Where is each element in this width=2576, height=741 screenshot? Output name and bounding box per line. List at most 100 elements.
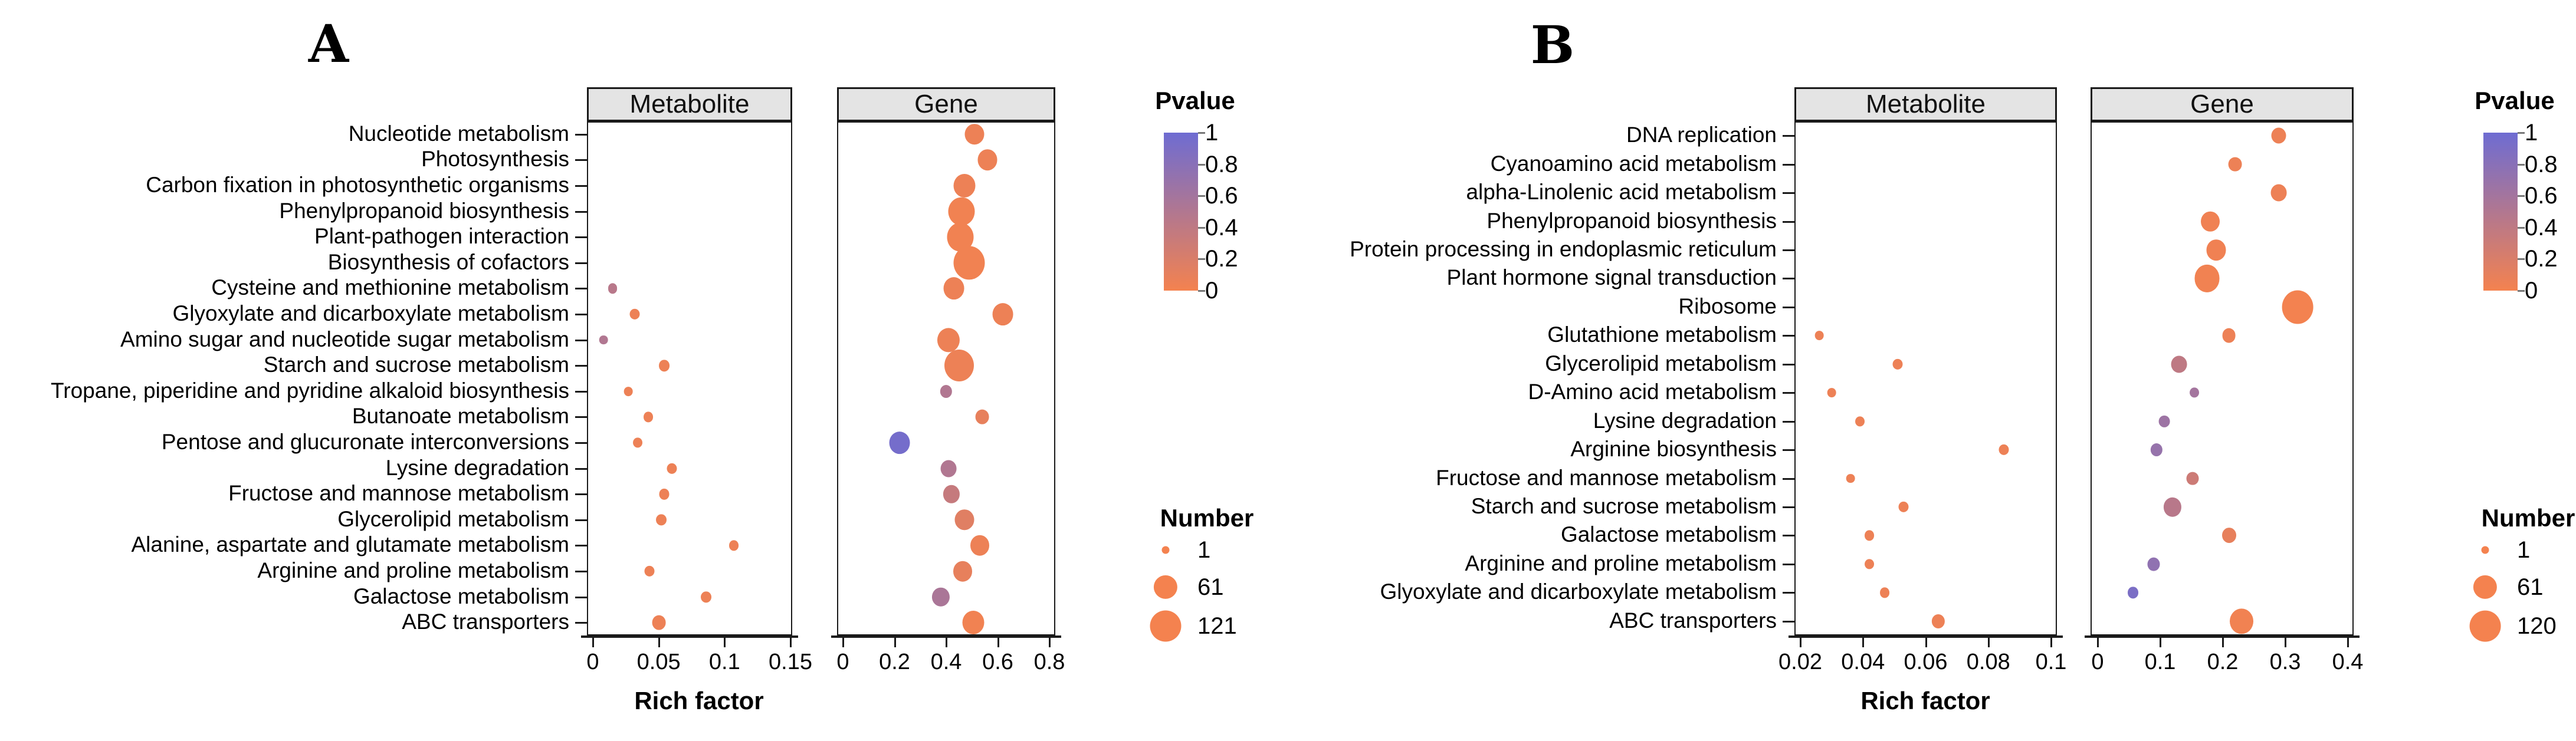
pvalue-colorbar-tick bbox=[1198, 163, 1205, 166]
pvalue-colorbar bbox=[1164, 133, 1198, 291]
data-point bbox=[1814, 331, 1824, 341]
data-point bbox=[889, 432, 910, 454]
data-point bbox=[1931, 614, 1945, 628]
data-point bbox=[943, 485, 960, 503]
pvalue-tick-label: 0.4 bbox=[2525, 214, 2558, 241]
pvalue-colorbar-tick bbox=[2518, 258, 2525, 261]
data-point bbox=[943, 277, 964, 300]
data-point bbox=[2164, 497, 2182, 517]
y-axis-tick bbox=[1783, 563, 1794, 565]
pvalue-tick-label: 0.2 bbox=[1205, 246, 1238, 272]
y-axis-tick bbox=[575, 622, 587, 624]
y-axis-tick bbox=[575, 571, 587, 572]
y-axis-tick bbox=[575, 416, 587, 419]
facet-plot-area bbox=[587, 121, 792, 635]
data-point bbox=[658, 360, 670, 371]
x-axis-tick bbox=[2347, 635, 2349, 647]
x-axis-title: Rich factor bbox=[634, 687, 764, 714]
data-point bbox=[2171, 355, 2187, 373]
number-legend-label: 61 bbox=[2517, 574, 2544, 600]
x-axis-tick bbox=[842, 635, 844, 647]
data-point bbox=[2190, 387, 2200, 398]
x-axis-tick bbox=[2285, 635, 2286, 647]
data-point bbox=[2200, 211, 2220, 232]
data-point bbox=[659, 489, 670, 500]
y-axis-tick bbox=[1783, 363, 1794, 365]
x-axis-tick bbox=[1925, 635, 1927, 647]
pvalue-colorbar-tick bbox=[1198, 226, 1205, 229]
number-legend-label: 120 bbox=[2517, 613, 2557, 639]
facet-plot-area bbox=[2091, 121, 2354, 635]
facet-plot-area bbox=[1794, 121, 2057, 635]
pathway-label: Butanoate metabolism bbox=[352, 404, 569, 429]
y-axis-tick bbox=[575, 262, 587, 264]
data-point bbox=[940, 460, 957, 477]
x-axis-tick bbox=[658, 635, 660, 647]
pathway-label: Plant-pathogen interaction bbox=[314, 224, 569, 249]
facet-header-metabolite: Metabolite bbox=[1794, 87, 2057, 121]
y-axis-tick bbox=[575, 545, 587, 547]
pathway-label: Tropane, piperidine and pyridine alkaloi… bbox=[51, 378, 569, 403]
data-point bbox=[953, 561, 973, 582]
x-axis-title: Rich factor bbox=[1860, 687, 1990, 714]
x-tick-label: 0.6 bbox=[982, 650, 1013, 674]
pathway-label: DNA replication bbox=[1626, 123, 1777, 147]
pvalue-colorbar-tick bbox=[1198, 290, 1205, 292]
pathway-label: Galactose metabolism bbox=[1560, 522, 1777, 547]
data-point bbox=[992, 303, 1013, 325]
pvalue-colorbar-tick bbox=[2518, 132, 2525, 134]
y-axis-tick bbox=[575, 493, 587, 496]
pathway-label: Arginine and proline metabolism bbox=[257, 558, 569, 583]
y-axis-tick bbox=[575, 365, 587, 367]
data-point bbox=[1880, 587, 1890, 598]
x-tick-label: 0.4 bbox=[930, 650, 962, 674]
y-axis-tick bbox=[575, 236, 587, 239]
pathway-label: Glycerolipid metabolism bbox=[1545, 351, 1777, 376]
pathway-label: Lysine degradation bbox=[385, 455, 569, 480]
x-tick-label: 0.1 bbox=[708, 650, 740, 674]
data-point bbox=[2206, 239, 2226, 261]
pathway-label: ABC transporters bbox=[402, 610, 569, 634]
x-axis-tick bbox=[2160, 635, 2161, 647]
pvalue-colorbar bbox=[2483, 133, 2518, 291]
x-tick-label: 0.04 bbox=[1841, 650, 1885, 674]
pvalue-colorbar-tick bbox=[2518, 290, 2525, 292]
pathway-label: Fructose and mannose metabolism bbox=[1436, 465, 1777, 490]
data-point bbox=[932, 587, 950, 607]
data-point bbox=[599, 335, 608, 345]
x-tick-label: 0.3 bbox=[2269, 650, 2301, 674]
y-axis-tick bbox=[1783, 620, 1794, 623]
y-axis-tick bbox=[1783, 249, 1794, 251]
data-point bbox=[2282, 290, 2314, 324]
y-axis-tick bbox=[1783, 420, 1794, 423]
data-point bbox=[1864, 530, 1874, 541]
pathway-label: Cysteine and methionine metabolism bbox=[211, 275, 569, 300]
pathway-label: Lysine degradation bbox=[1593, 408, 1777, 433]
data-point bbox=[2270, 184, 2287, 202]
x-axis-tick bbox=[2097, 635, 2099, 647]
y-axis-tick bbox=[575, 467, 587, 470]
x-tick-label: 0.8 bbox=[1033, 650, 1065, 674]
y-axis-tick bbox=[575, 314, 587, 315]
facet-title: Metabolite bbox=[629, 90, 750, 118]
x-tick-label: 0.1 bbox=[2035, 650, 2067, 674]
pathway-label: Nucleotide metabolism bbox=[348, 121, 569, 146]
data-point bbox=[1855, 416, 1865, 427]
pvalue-tick-label: 0 bbox=[2525, 278, 2538, 304]
y-axis-tick bbox=[575, 519, 587, 521]
y-axis-tick bbox=[1783, 592, 1794, 594]
pvalue-tick-label: 1 bbox=[2525, 120, 2538, 146]
pvalue-tick-label: 0.8 bbox=[1205, 151, 1238, 177]
data-point bbox=[629, 308, 640, 320]
y-axis-tick bbox=[575, 339, 587, 341]
x-tick-label: 0 bbox=[836, 650, 849, 674]
pvalue-colorbar-tick bbox=[1198, 258, 1205, 261]
x-tick-label: 0.08 bbox=[1966, 650, 2010, 674]
data-point bbox=[940, 384, 953, 398]
y-axis-tick bbox=[575, 288, 587, 290]
pathway-label: Carbon fixation in photosynthetic organi… bbox=[146, 173, 569, 197]
y-axis-tick bbox=[1783, 163, 1794, 166]
data-point bbox=[937, 328, 960, 353]
facet-header-gene: Gene bbox=[2091, 87, 2354, 121]
